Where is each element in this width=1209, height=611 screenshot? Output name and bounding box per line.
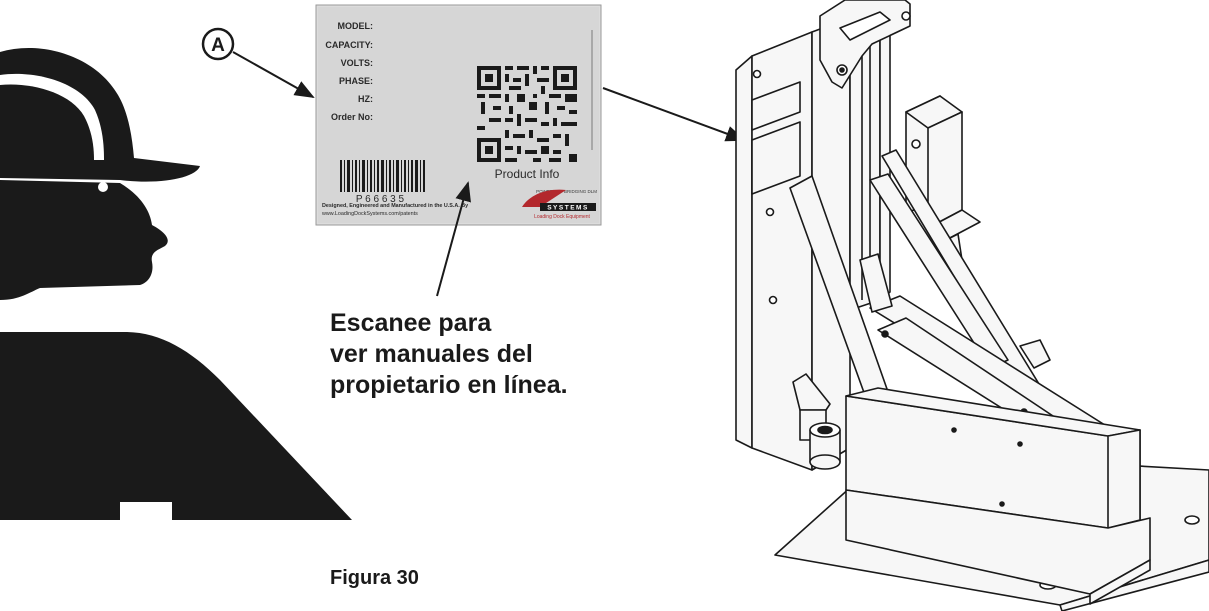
callout-letter: A bbox=[211, 35, 225, 56]
callout-arrow bbox=[232, 51, 315, 98]
brand-subtitle: Loading Dock Equipment bbox=[534, 214, 590, 220]
dock-leveler-mechanism bbox=[735, 0, 1209, 611]
scan-caption-line-3: propietario en línea. bbox=[330, 371, 568, 399]
qr-caption: Product Info bbox=[495, 167, 560, 181]
label-field-order-no: Order No: bbox=[331, 112, 373, 122]
scan-caption-line-2: ver manuales del bbox=[330, 340, 533, 368]
label-field-model: MODEL: bbox=[338, 21, 374, 31]
systems-logo: POWERAMP BRIDGING DLM SYSTEMS Loading Do… bbox=[522, 189, 597, 220]
label-field-hz: HZ: bbox=[358, 94, 373, 104]
product-label: MODEL: CAPACITY: VOLTS: PHASE: HZ: Order… bbox=[315, 4, 602, 226]
label-field-volts: VOLTS: bbox=[341, 58, 373, 68]
scan-caption: Escanee para ver manuales del propietari… bbox=[330, 308, 568, 401]
label-footer-line2: www.LoadingDockSystems.com/patents bbox=[321, 211, 418, 217]
scan-pointer-arrow bbox=[436, 181, 471, 297]
label-field-list: MODEL: CAPACITY: VOLTS: PHASE: HZ: Order… bbox=[325, 21, 373, 122]
barcode-icon bbox=[340, 160, 425, 192]
qr-code-icon bbox=[475, 64, 579, 164]
callout-a: A bbox=[201, 27, 315, 98]
brand-name: SYSTEMS bbox=[547, 205, 589, 212]
label-field-phase: PHASE: bbox=[339, 76, 373, 86]
worker-silhouette-icon bbox=[0, 47, 352, 520]
label-to-machine-arrow bbox=[602, 87, 746, 142]
scan-caption-line-1: Escanee para bbox=[330, 309, 492, 337]
barcode-number: P 6 6 6 3 5 bbox=[356, 194, 405, 205]
brand-tagline: POWERAMP BRIDGING DLM bbox=[536, 189, 597, 194]
label-field-capacity: CAPACITY: bbox=[325, 40, 373, 50]
label-footer-line1: Designed, Engineered and Manufactured in… bbox=[322, 203, 468, 209]
figure-number: Figura 30 bbox=[330, 567, 419, 589]
